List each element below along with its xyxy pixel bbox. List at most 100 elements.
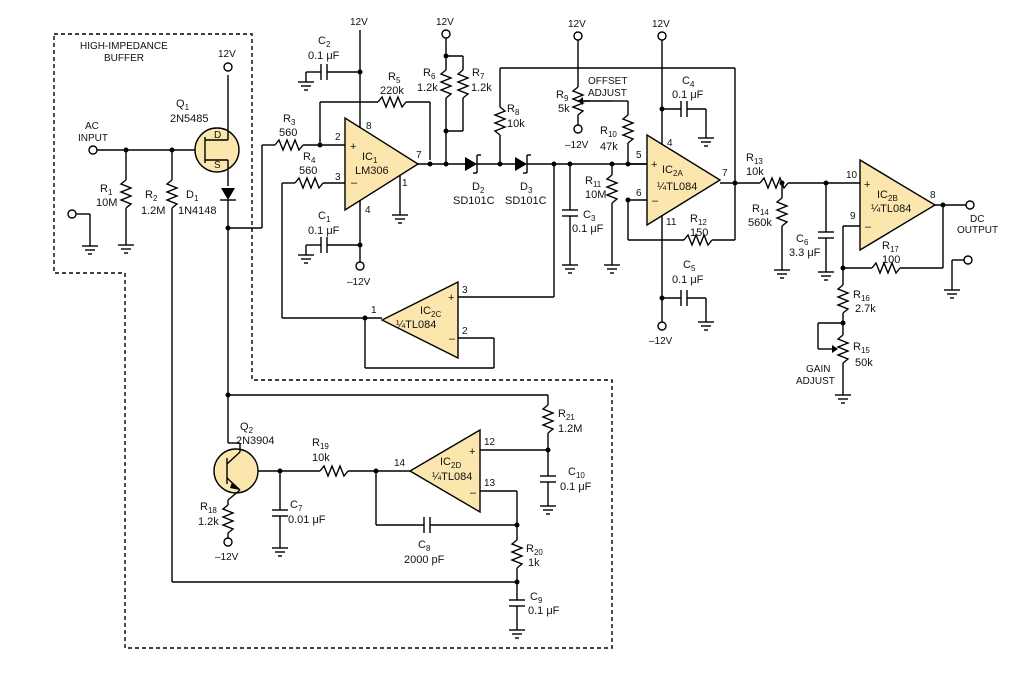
ic2b-pin-8: 8 [930,190,936,201]
r15-label: R15 [853,341,870,355]
c6-label: C6 [796,233,809,247]
r6-r7-network [439,29,470,164]
ic1-part: LM306 [355,165,389,177]
c8-label: C8 [418,539,431,553]
r19-value: 10k [312,452,330,464]
r2-label: R2 [145,189,158,203]
ic2a-pin-6: 6 [636,188,642,199]
output-filter [759,176,860,281]
r13-label: R13 [746,152,763,166]
c8-value: 2000 pF [404,554,445,566]
ic2a-pin-5: 5 [636,150,642,161]
r12-label: R12 [690,213,707,227]
r6-value: 1.2k [417,82,438,94]
q2-bjt [213,392,548,557]
ac-input-terminal [88,145,98,155]
d3-part: SD101C [505,195,547,207]
r7-label: R7 [472,67,485,81]
ic2a-part: ¼TL084 [657,181,697,193]
offset-adjust-network [571,31,635,167]
r6-label: R6 [423,67,436,81]
q1-label: Q1 [176,98,190,112]
ic2c-label: IC2C [420,305,441,319]
r15-value: 50k [855,357,873,369]
ic2b-label: IC2B [877,189,898,203]
ic2a-pin-7: 7 [722,168,728,179]
ic1-pin-8: 8 [366,121,372,132]
c4-capacitor [662,101,715,147]
ic2b-pin-10: 10 [846,170,858,181]
ic2b-plus: + [864,179,870,191]
d1-label: D1 [186,189,199,203]
r18-value: 1.2k [198,516,219,528]
ic2a-pin-4: 4 [667,138,673,149]
c10-value: 0.1 μF [560,481,592,493]
c2-value: 0.1 μF [308,50,340,62]
r21-label: R21 [558,408,575,422]
ic2a-minus: – [652,195,659,207]
r18-label: R18 [200,501,217,515]
offset-adjust-label-1: OFFSET [588,76,627,87]
d2-label: D2 [472,181,485,195]
ic2a-plus: + [651,159,657,171]
ic2d-part: ¼TL084 [432,471,472,483]
r10-value: 47k [600,141,618,153]
ic2c-plus: + [448,292,454,304]
ic2d-pin-14: 14 [394,458,406,469]
c2-capacitor [297,64,360,91]
ic1-plus: + [350,141,356,153]
d1-diode [220,145,263,395]
ic2c-opamp [362,164,555,369]
r8-label: R8 [507,103,520,117]
c2-label: C2 [318,35,331,49]
r9-supply-bottom: –12V [565,140,589,151]
buffer-title-line-1: HIGH-IMPEDANCE [80,41,168,52]
c1-capacitor [297,237,360,264]
r5-label: R5 [388,71,401,85]
r11-label: R11 [585,175,602,189]
ic2a-supply-top: 12V [652,19,670,30]
ic2a-label: IC2A [662,164,683,178]
r1-value: 10M [96,197,117,209]
r17-label: R17 [882,240,899,254]
ic1-pin-7: 7 [416,150,422,161]
c1-label: C1 [318,210,331,224]
r13-value: 10k [746,166,764,178]
r20-label: R20 [526,543,543,557]
c9-label: C9 [530,591,543,605]
d3-label: D3 [520,181,533,195]
r20-value: 1k [528,557,540,569]
r8-value: 10k [507,118,525,130]
c3-r11 [561,164,621,274]
c5-label: C5 [683,259,696,273]
ic2b-pin-9: 9 [850,211,856,222]
r9-supply-top: 12V [568,19,586,30]
ic2a-opamp [625,31,760,331]
dc-output-label-1: DC [970,214,984,225]
r10-label: R10 [600,125,617,139]
r14-value: 560k [748,217,772,229]
r11-value: 10M [585,189,606,201]
ic2a-supply-bottom: –12V [649,336,673,347]
r14-label: R14 [752,203,769,217]
r1-label: R1 [100,183,113,197]
ac-input-label-1: AC [85,121,99,132]
gain-adjust-label-2: ADJUST [796,376,835,387]
q2-part: 2N3904 [236,435,275,447]
q2-emitter-supply: –12V [215,552,239,563]
q2-label: Q2 [240,421,254,435]
r7-value: 1.2k [471,82,492,94]
ic2a-pin-11: 11 [666,217,677,228]
q1-part: 2N5485 [170,113,209,125]
c7-value: 0.01 μF [288,514,326,526]
c5-value: 0.1 μF [672,274,704,286]
ic2c-pin-3: 3 [462,285,468,296]
ic2c-minus: – [449,333,456,345]
r3-label: R3 [283,113,296,127]
gain-adjust-label-1: GAIN [806,364,830,375]
ic1-label: IC1 [362,151,378,165]
ic1-pin-1: 1 [402,178,408,189]
q1-supply-label: 12V [218,49,236,60]
ic2c-pin-2: 2 [462,326,468,337]
